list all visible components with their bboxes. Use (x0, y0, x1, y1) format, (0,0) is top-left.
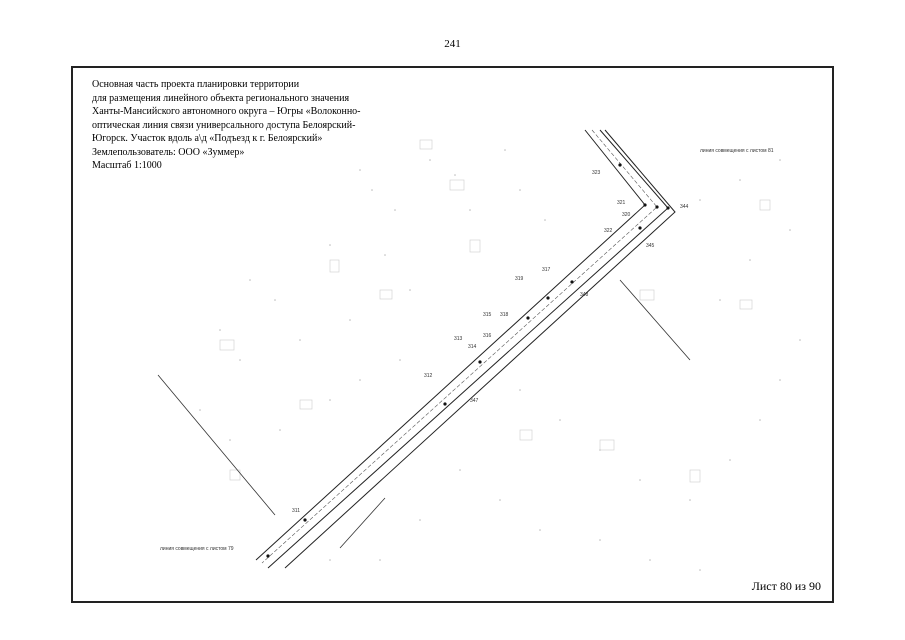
match-line-top-label: линия совмещения с листом 81 (700, 148, 774, 154)
svg-text:320: 320 (622, 212, 631, 218)
land-user-line: Землепользователь: ООО «Зуммер» (92, 146, 245, 158)
svg-text:311: 311 (292, 508, 300, 514)
svg-text:323: 323 (592, 170, 601, 176)
svg-text:312: 312 (424, 373, 433, 379)
match-line-bottom-label: линия совмещения с листом 79 (160, 546, 234, 552)
svg-text:316: 316 (483, 333, 492, 339)
survey-dots (199, 149, 801, 571)
svg-text:347: 347 (470, 398, 479, 404)
title-line: оптическая линия связи универсального до… (92, 119, 356, 131)
svg-text:322: 322 (604, 228, 613, 234)
svg-text:314: 314 (468, 344, 477, 350)
svg-text:345: 345 (646, 243, 655, 249)
scale-line: Масштаб 1:1000 (92, 160, 162, 171)
svg-text:344: 344 (680, 204, 689, 210)
page-number: 241 (444, 38, 461, 50)
title-line: Ханты-Мансийского автономного округа – Ю… (92, 106, 361, 117)
title-line: для размещения линейного объекта региона… (92, 92, 350, 104)
svg-text:319: 319 (515, 276, 524, 282)
drawing-frame (71, 66, 834, 603)
svg-text:318: 318 (500, 312, 509, 318)
svg-text:315: 315 (483, 312, 492, 318)
cable-axis (261, 129, 658, 564)
title-block: Основная часть проекта планировки террит… (92, 78, 422, 173)
sheet-number: Лист 80 из 90 (751, 579, 821, 593)
title-line: Югорск. Участок вдоль а\д «Подъезд к г. … (92, 133, 323, 144)
title-line: Основная часть проекта планировки террит… (92, 79, 300, 90)
svg-text:313: 313 (454, 336, 463, 342)
svg-text:317: 317 (542, 267, 551, 273)
svg-text:321: 321 (617, 200, 626, 206)
corridor-outline (255, 129, 676, 569)
svg-text:348: 348 (580, 292, 589, 298)
turning-points (266, 163, 670, 558)
secondary-lines (157, 279, 691, 549)
building-outlines (219, 139, 771, 483)
